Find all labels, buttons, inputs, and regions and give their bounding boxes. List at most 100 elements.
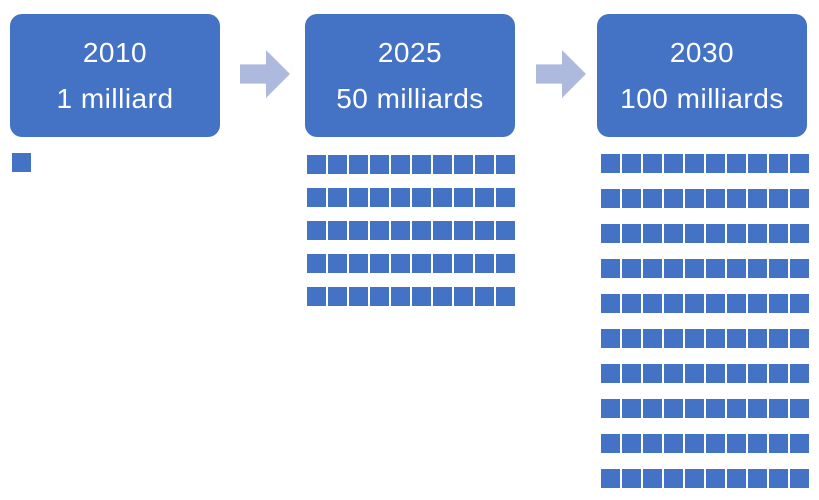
unit-square [790,329,809,348]
unit-square [790,364,809,383]
unit-square [643,329,662,348]
unit-square [685,469,704,488]
unit-square [475,188,494,207]
right-arrow-icon [536,50,586,98]
unit-square [328,254,347,273]
unit-square [622,189,641,208]
unit-square [664,434,683,453]
unit-square [601,329,620,348]
unit-square [748,469,767,488]
unit-square [727,294,746,313]
stage-box-2030: 2030 100 milliards [597,14,807,137]
unit-square [475,155,494,174]
stage-value-label: 50 milliards [336,82,484,114]
unit-square [391,287,410,306]
unit-square [790,399,809,418]
unit-square [391,254,410,273]
unit-square [496,155,515,174]
unit-square [412,287,431,306]
unit-square [685,224,704,243]
unit-square [643,399,662,418]
unit-squares-grid-2025 [307,155,515,306]
unit-square [727,399,746,418]
stage-box-2010: 2010 1 milliard [10,14,220,137]
unit-square [748,189,767,208]
unit-square [391,188,410,207]
unit-square [601,154,620,173]
unit-square [748,259,767,278]
unit-square [433,188,452,207]
unit-square [706,294,725,313]
unit-square [685,154,704,173]
unit-square [769,154,788,173]
unit-square [454,254,473,273]
unit-square [349,155,368,174]
unit-square [328,221,347,240]
stage-year: 2025 [377,36,443,68]
unit-square [307,155,326,174]
unit-square [370,287,389,306]
unit-square [727,434,746,453]
unit-square [685,399,704,418]
unit-square [769,189,788,208]
unit-square [601,224,620,243]
unit-square [601,364,620,383]
unit-square [391,221,410,240]
unit-square [475,254,494,273]
unit-square [622,434,641,453]
unit-square [664,364,683,383]
unit-square [622,154,641,173]
unit-square [622,364,641,383]
unit-square [664,294,683,313]
unit-square [328,188,347,207]
unit-square [664,189,683,208]
unit-square [475,221,494,240]
unit-square [433,254,452,273]
stage-box-2025: 2025 50 milliards [305,14,515,137]
unit-squares-grid-2010 [12,153,31,172]
unit-square [412,254,431,273]
unit-square [307,188,326,207]
unit-squares-grid-2030 [601,154,809,488]
unit-square [454,188,473,207]
unit-square [706,329,725,348]
unit-square [706,224,725,243]
unit-square [664,399,683,418]
unit-square [706,364,725,383]
unit-square [454,221,473,240]
unit-square [601,189,620,208]
unit-square [307,221,326,240]
unit-square [769,329,788,348]
unit-square [643,189,662,208]
unit-square [706,434,725,453]
unit-square [769,469,788,488]
unit-square [706,189,725,208]
unit-square [727,329,746,348]
unit-square [643,154,662,173]
unit-square [685,434,704,453]
unit-square [706,399,725,418]
unit-square [706,259,725,278]
unit-square [454,155,473,174]
unit-square [790,469,809,488]
unit-square [664,259,683,278]
unit-square [307,254,326,273]
unit-square [706,469,725,488]
unit-square [496,287,515,306]
unit-square [727,469,746,488]
unit-square [727,154,746,173]
unit-square [790,294,809,313]
unit-square [433,155,452,174]
unit-square [496,188,515,207]
unit-square [601,294,620,313]
unit-square [622,224,641,243]
unit-square [622,329,641,348]
unit-square [790,434,809,453]
unit-square [769,259,788,278]
unit-square [769,399,788,418]
unit-square [643,259,662,278]
unit-square [349,254,368,273]
unit-square [412,221,431,240]
unit-square [622,469,641,488]
unit-square [790,224,809,243]
